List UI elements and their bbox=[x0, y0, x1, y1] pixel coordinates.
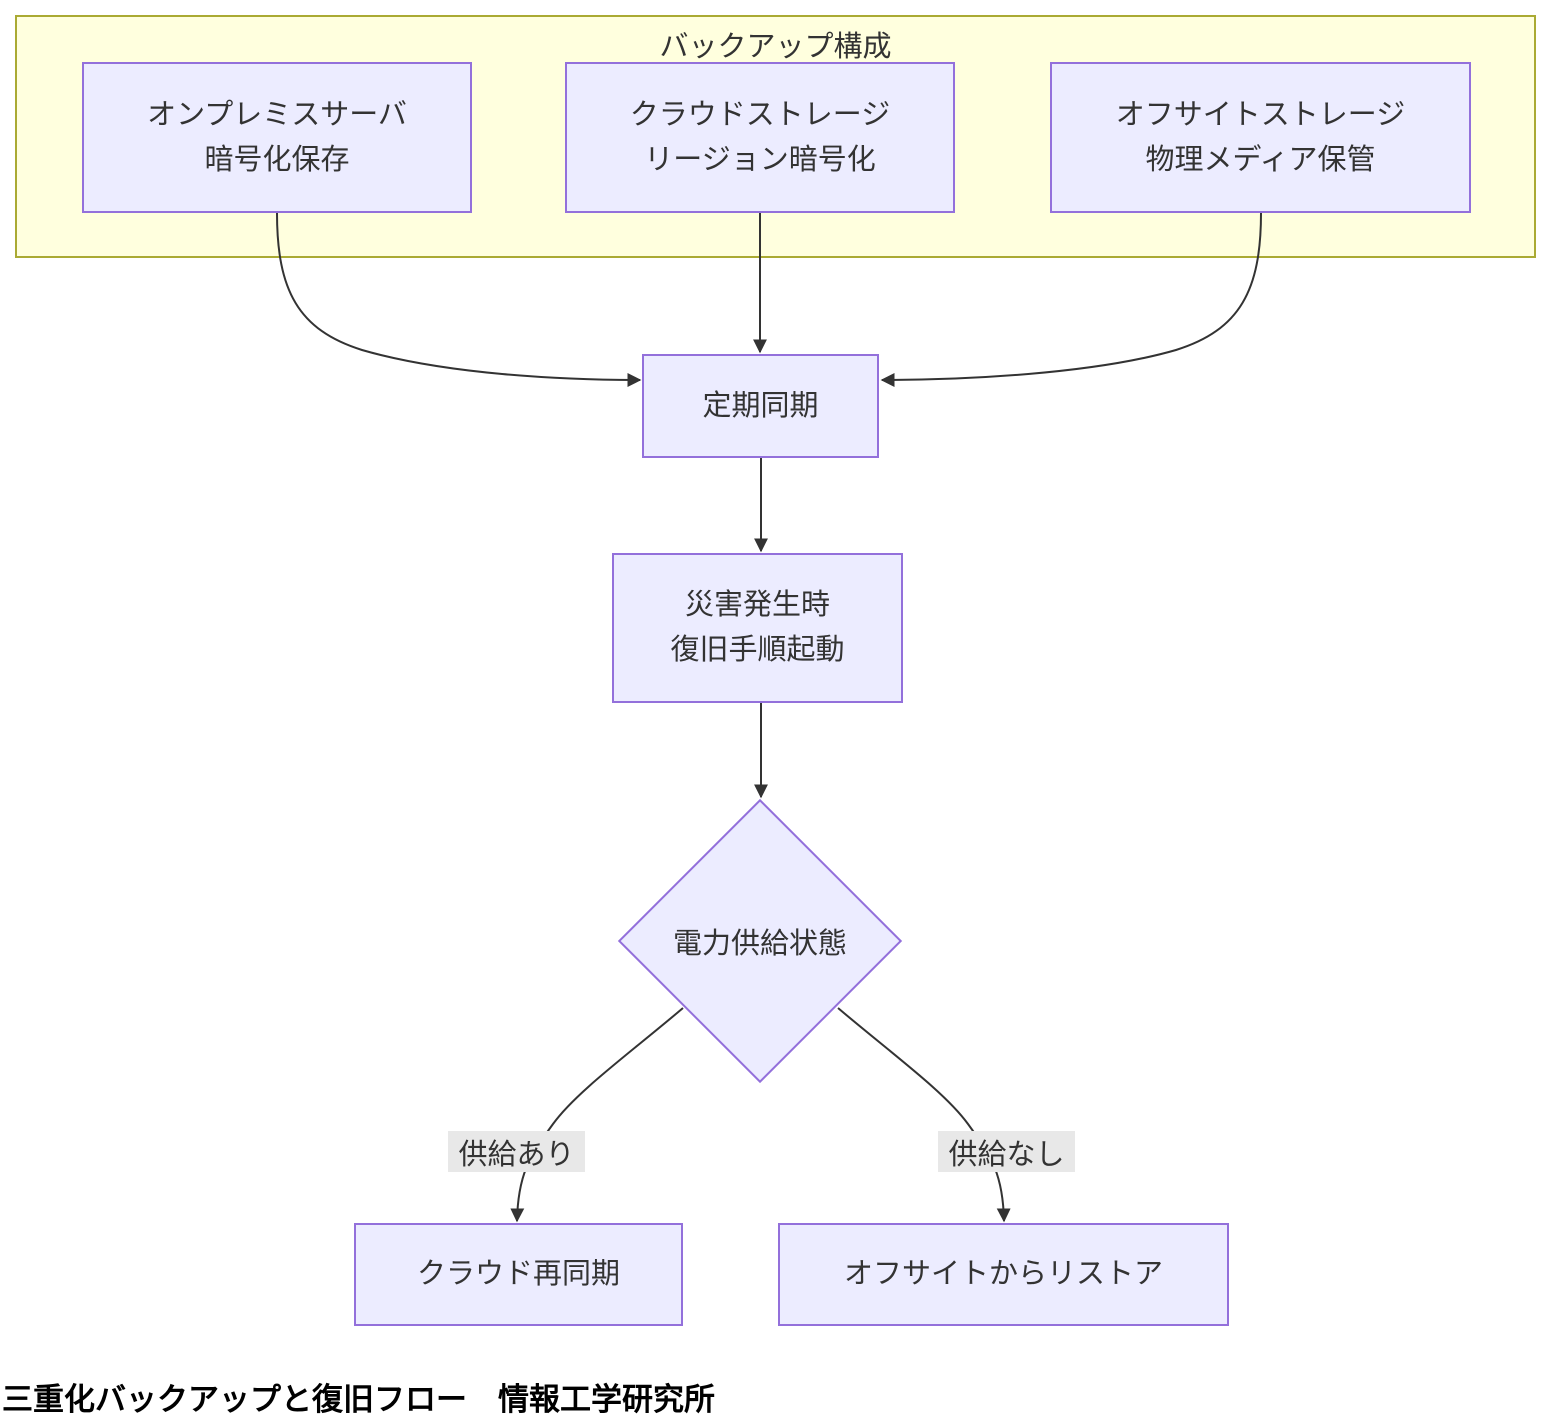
node-disaster-recovery: 災害発生時 復旧手順起動 bbox=[612, 553, 903, 703]
diagram-caption-text: 三重化バックアップと復旧フロー 情報工学研究所 bbox=[2, 1374, 715, 1422]
diagram-caption: 三重化バックアップと復旧フロー 情報工学研究所 bbox=[2, 1374, 715, 1422]
node-disaster-line2: 復旧手順起動 bbox=[670, 634, 845, 666]
node-onprem-server: オンプレミスサーバ 暗号化保存 bbox=[82, 62, 472, 213]
node-resync-label: クラウド再同期 bbox=[416, 1258, 620, 1290]
node-cloud-line2: リージョン暗号化 bbox=[644, 143, 876, 176]
edge-label-power-yes: 供給あり bbox=[448, 1131, 585, 1172]
node-restore-label: オフサイトからリストア bbox=[843, 1258, 1163, 1290]
edge-onprem-to-sync bbox=[276, 212, 642, 387]
node-cloud-resync: クラウド再同期 bbox=[354, 1223, 683, 1326]
node-cloud-storage: クラウドストレージ リージョン暗号化 bbox=[565, 62, 955, 213]
edge-label-power-no: 供給なし bbox=[938, 1131, 1075, 1172]
node-onprem-line2: 暗号化保存 bbox=[204, 143, 350, 176]
node-power-decision: 電力供給状態 bbox=[617, 798, 903, 1084]
node-power-label: 電力供給状態 bbox=[672, 928, 847, 960]
node-offsite-restore: オフサイトからリストア bbox=[778, 1223, 1229, 1326]
cluster-title: バックアップ構成 bbox=[659, 31, 892, 63]
node-disaster-line1: 災害発生時 bbox=[684, 589, 830, 621]
node-offsite-line2: 物理メディア保管 bbox=[1145, 143, 1376, 176]
node-onprem-line1: オンプレミスサーバ bbox=[147, 98, 407, 131]
node-offsite-storage: オフサイトストレージ 物理メディア保管 bbox=[1050, 62, 1471, 213]
node-offsite-line1: オフサイトストレージ bbox=[1115, 98, 1406, 131]
edge-power-to-resync bbox=[510, 1007, 684, 1223]
node-cloud-line1: クラウドストレージ bbox=[629, 98, 891, 131]
edge-power-to-restore bbox=[837, 1007, 1011, 1223]
edge-offsite-to-sync bbox=[880, 212, 1262, 387]
node-sync-label: 定期同期 bbox=[702, 389, 819, 422]
node-periodic-sync: 定期同期 bbox=[642, 354, 879, 458]
